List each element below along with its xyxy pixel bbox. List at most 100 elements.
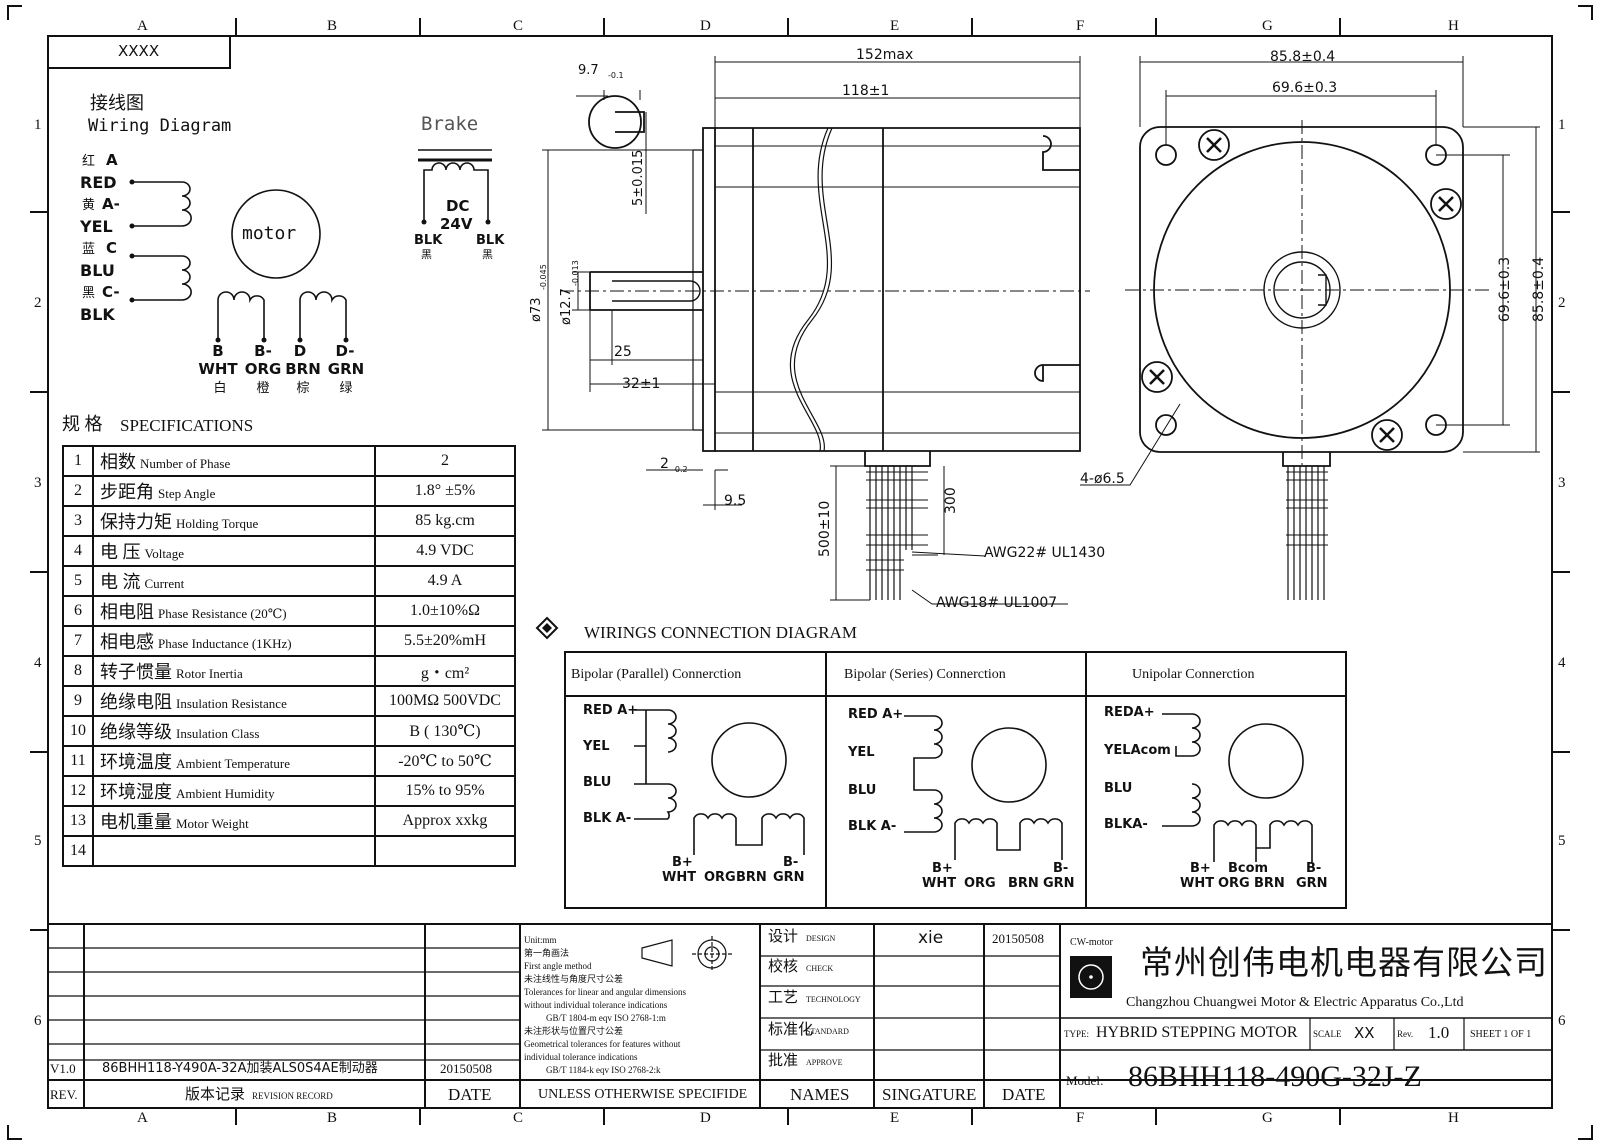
dim-mount-holes: 4-ø6.5: [1080, 471, 1125, 487]
zone-number: 4: [34, 655, 42, 671]
zone-number: 2: [1558, 295, 1566, 311]
connection-title: WIRINGS CONNECTION DIAGRAM: [584, 623, 857, 642]
sign-role-cn: 工艺: [768, 990, 799, 1006]
spec-parameter: [92, 835, 376, 867]
connection-lead-color: WHT: [662, 870, 697, 885]
spec-parameter-cn: 步距角: [100, 482, 154, 502]
connection-lead-label: BLU: [583, 775, 612, 790]
zone-letter: B: [327, 1110, 338, 1126]
tolerance-note: Unit:mm: [524, 935, 557, 945]
spec-index: 10: [62, 715, 94, 747]
dim-brake-lead-length: 300: [943, 487, 959, 514]
spec-index: 5: [62, 565, 94, 597]
brake-lead-cn: 黑: [421, 249, 432, 261]
names-label: NAMES: [790, 1085, 850, 1104]
dim-pilot-dia: ø73: [529, 297, 544, 323]
lead-color: RED: [80, 173, 117, 192]
revision-code: V1.0: [50, 1061, 76, 1076]
brand-small: CW-motor: [1070, 937, 1113, 948]
spec-parameter: 电 流 Current: [92, 565, 376, 597]
zone-number: 5: [34, 833, 42, 849]
zone-letter: D: [700, 18, 711, 34]
spec-parameter-cn: 绝缘电阻: [100, 692, 172, 712]
brake-voltage-dc: DC: [446, 197, 470, 215]
connection-lead-label: BLU: [1104, 781, 1133, 796]
zone-letter: A: [137, 18, 148, 34]
dim-pilot-height-tol: -0.2: [672, 465, 688, 474]
wiring-title-cn: 接线图: [90, 93, 144, 113]
spec-index: 8: [62, 655, 94, 687]
connection-lead-color: WHT: [1180, 876, 1215, 891]
dim-key-height: 5±0.015: [631, 149, 646, 206]
zone-letter: B: [327, 18, 338, 34]
sheet-label: SHEET 1 OF 1: [1470, 1029, 1532, 1040]
connection-lead-color: GRN: [773, 870, 805, 885]
spec-parameter-cn: 相电阻: [100, 602, 154, 622]
spec-parameter: 相电阻 Phase Resistance (20℃): [92, 595, 376, 627]
zone-number: 1: [1558, 117, 1566, 133]
spec-parameter-cn: 环境温度: [100, 752, 172, 772]
connection-lead-label: BLK A-: [848, 819, 897, 834]
tolerance-note: 第一角画法: [524, 948, 570, 958]
connection-lead-code: B+: [1190, 861, 1211, 876]
connection-lead-code: B-: [1306, 861, 1322, 876]
spec-value: 5.5±20%mH: [374, 625, 516, 657]
dim-flange-size: 85.8±0.4: [1270, 49, 1336, 65]
zone-number: 5: [1558, 833, 1566, 849]
connection-lead-code: B-: [1053, 861, 1069, 876]
wire-spec-1: AWG22# UL1430: [984, 545, 1106, 561]
scale-value: XX: [1354, 1024, 1375, 1042]
zone-letter: H: [1448, 18, 1459, 34]
spec-title-cn: 规 格: [62, 414, 103, 434]
lead-code: B-: [254, 342, 272, 360]
connection-lead-color: ORG: [964, 876, 996, 891]
connection-lead-label: RED A+: [848, 707, 904, 722]
spec-parameter: 转子惯量 Rotor Inertia: [92, 655, 376, 687]
zone-letter: E: [890, 18, 900, 34]
spec-index: 13: [62, 805, 94, 837]
connection-lead-code: B+: [672, 855, 693, 870]
dim-shaft-tol: -0.013: [571, 260, 580, 286]
dim-shaft-length: 32±1: [622, 376, 661, 392]
spec-parameter-en: Holding Torque: [176, 516, 259, 531]
zone-number: 2: [34, 295, 42, 311]
zone-number: 4: [1558, 655, 1566, 671]
connection-lead-label: YELAcom: [1104, 743, 1171, 758]
type-label: TYPE:: [1064, 1029, 1090, 1039]
lead-cn: 橙: [256, 380, 270, 395]
spec-index: 6: [62, 595, 94, 627]
lead-color: WHT: [198, 360, 238, 378]
tolerance-note: Tolerances for linear and angular dimens…: [524, 987, 687, 997]
lead-color: BLU: [80, 261, 115, 280]
sign-role-en: APPROVE: [806, 1058, 843, 1067]
revision-description: 86BHH118-Y490A-32A加装ALS0S4AE制动器: [102, 1061, 378, 1076]
connection-lead-label: BLKA-: [1104, 817, 1148, 832]
connection-lead-label: BLU: [848, 783, 877, 798]
spec-value: -20℃ to 50℃: [374, 745, 516, 777]
tolerance-note: First angle method: [524, 961, 592, 971]
connection-lead-color: BRN: [1008, 876, 1039, 891]
spec-value: 1.0±10%Ω: [374, 595, 516, 627]
connection-lead-label: BLK A-: [583, 811, 632, 826]
rev-label: REV.: [50, 1087, 78, 1102]
spec-parameter-cn: 绝缘等级: [100, 722, 172, 742]
record-label-cn: 版本记录: [185, 1087, 246, 1103]
spec-parameter-en: Insulation Class: [176, 726, 260, 741]
lead-code: C: [106, 239, 118, 257]
signature-label: SINGATURE: [882, 1085, 977, 1104]
spec-parameter: 步距角 Step Angle: [92, 475, 376, 507]
model-value: 86BHH118-490G-32J-Z: [1128, 1060, 1422, 1093]
wiring-title-en: Wiring Diagram: [88, 116, 232, 136]
lead-cn: 棕: [296, 380, 310, 395]
zone-letter: C: [513, 1110, 524, 1126]
spec-value: [374, 835, 516, 867]
header-code: XXXX: [118, 42, 160, 60]
spec-value: Approx xxkg: [374, 805, 516, 837]
lead-color: ORG: [244, 360, 282, 378]
sign-role-cn: 批准: [768, 1053, 799, 1069]
lead-cn: 红: [82, 153, 96, 168]
lead-cn: 黄: [82, 197, 96, 212]
